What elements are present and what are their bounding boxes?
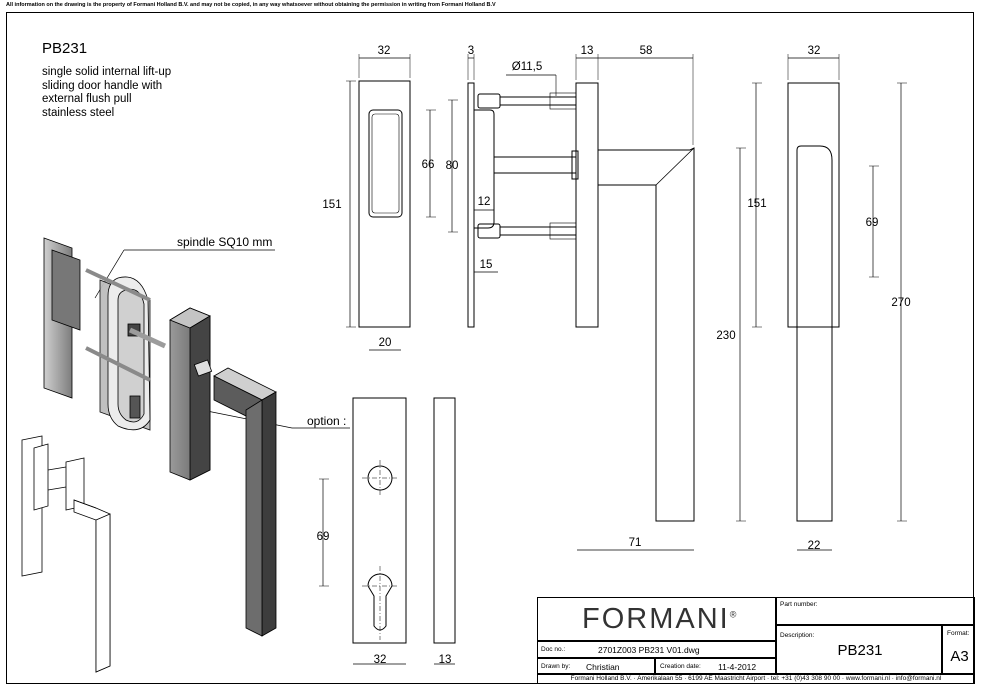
part-number-cell: Part number: — [776, 597, 975, 625]
doc-no-row: Doc no.: 2701Z003 PB231 V01.dwg — [537, 641, 776, 658]
dim-label: 71 — [629, 537, 642, 549]
drawn-by-cell: Drawn by: Christian — [537, 658, 655, 674]
dim-label: 58 — [640, 45, 653, 57]
description-line: single solid internal lift-up — [42, 66, 172, 78]
dim-label: 32 — [808, 45, 821, 57]
format-value: A3 — [950, 648, 969, 665]
handle-front-view — [752, 54, 907, 551]
company-footer: Formani Holland B.V. · Amerikalaan 55 · … — [570, 675, 942, 682]
option-plate-view — [319, 397, 456, 665]
copyright-notice: All information on the drawing is the pr… — [6, 2, 496, 8]
format-cell: Format: A3 — [942, 625, 975, 674]
exploded-3d-view — [21, 237, 277, 673]
dim-label: 69 — [866, 217, 879, 229]
footer-cell: Formani Holland B.V. · Amerikalaan 55 · … — [537, 674, 975, 684]
brand-cell: FORMANI® — [537, 597, 776, 641]
description-line: sliding door handle with — [42, 79, 163, 92]
spindle-label: spindle SQ10 mm — [177, 235, 272, 249]
dim-label: 230 — [716, 330, 735, 342]
dim-label: 15 — [480, 259, 493, 271]
product-code: PB231 — [42, 40, 88, 57]
product-description: single solid internal lift-up sliding do… — [42, 66, 171, 120]
side-assembly-view — [448, 54, 579, 328]
dim-label: 3 — [468, 45, 474, 57]
dim-label: 151 — [322, 199, 341, 211]
description-line: external flush pull — [42, 93, 132, 105]
description-line: stainless steel — [42, 106, 115, 119]
dim-label: 151 — [747, 198, 766, 210]
dim-label: 13 — [439, 654, 452, 666]
description-cell: Description: PB231 — [776, 625, 942, 674]
flush-pull-front-view — [346, 54, 436, 351]
drawn-by-value: Christian — [586, 662, 620, 672]
description-value: PB231 — [837, 642, 883, 659]
creation-date-cell: Creation date: 11-4-2012 — [655, 658, 776, 674]
dim-label: 69 — [317, 531, 330, 543]
dim-label: 32 — [374, 654, 387, 666]
part-number-label: Part number: — [780, 601, 818, 608]
dim-label: 22 — [808, 540, 821, 552]
option-label: option : — [307, 414, 346, 428]
brand-logo: FORMANI® — [582, 603, 739, 635]
doc-no-value: 2701Z003 PB231 V01.dwg — [598, 645, 700, 655]
drawing-frame — [6, 12, 974, 684]
dim-label: Ø11,5 — [512, 61, 542, 73]
format-label: Format: — [947, 630, 970, 637]
dim-label: 12 — [478, 196, 491, 208]
creation-date-label: Creation date: — [660, 663, 701, 670]
dim-label: 20 — [379, 337, 392, 349]
drawn-by-label: Drawn by: — [541, 663, 571, 670]
handle-side-view — [575, 54, 746, 551]
dim-label: 66 — [422, 159, 435, 171]
doc-no-label: Doc no.: — [541, 646, 566, 653]
dim-label: 13 — [581, 45, 594, 57]
description-label: Description: — [780, 632, 815, 639]
dim-label: 270 — [891, 297, 910, 309]
dim-label: 80 — [446, 160, 459, 172]
dim-label: 32 — [378, 45, 391, 57]
creation-date-value: 11-4-2012 — [718, 662, 757, 672]
